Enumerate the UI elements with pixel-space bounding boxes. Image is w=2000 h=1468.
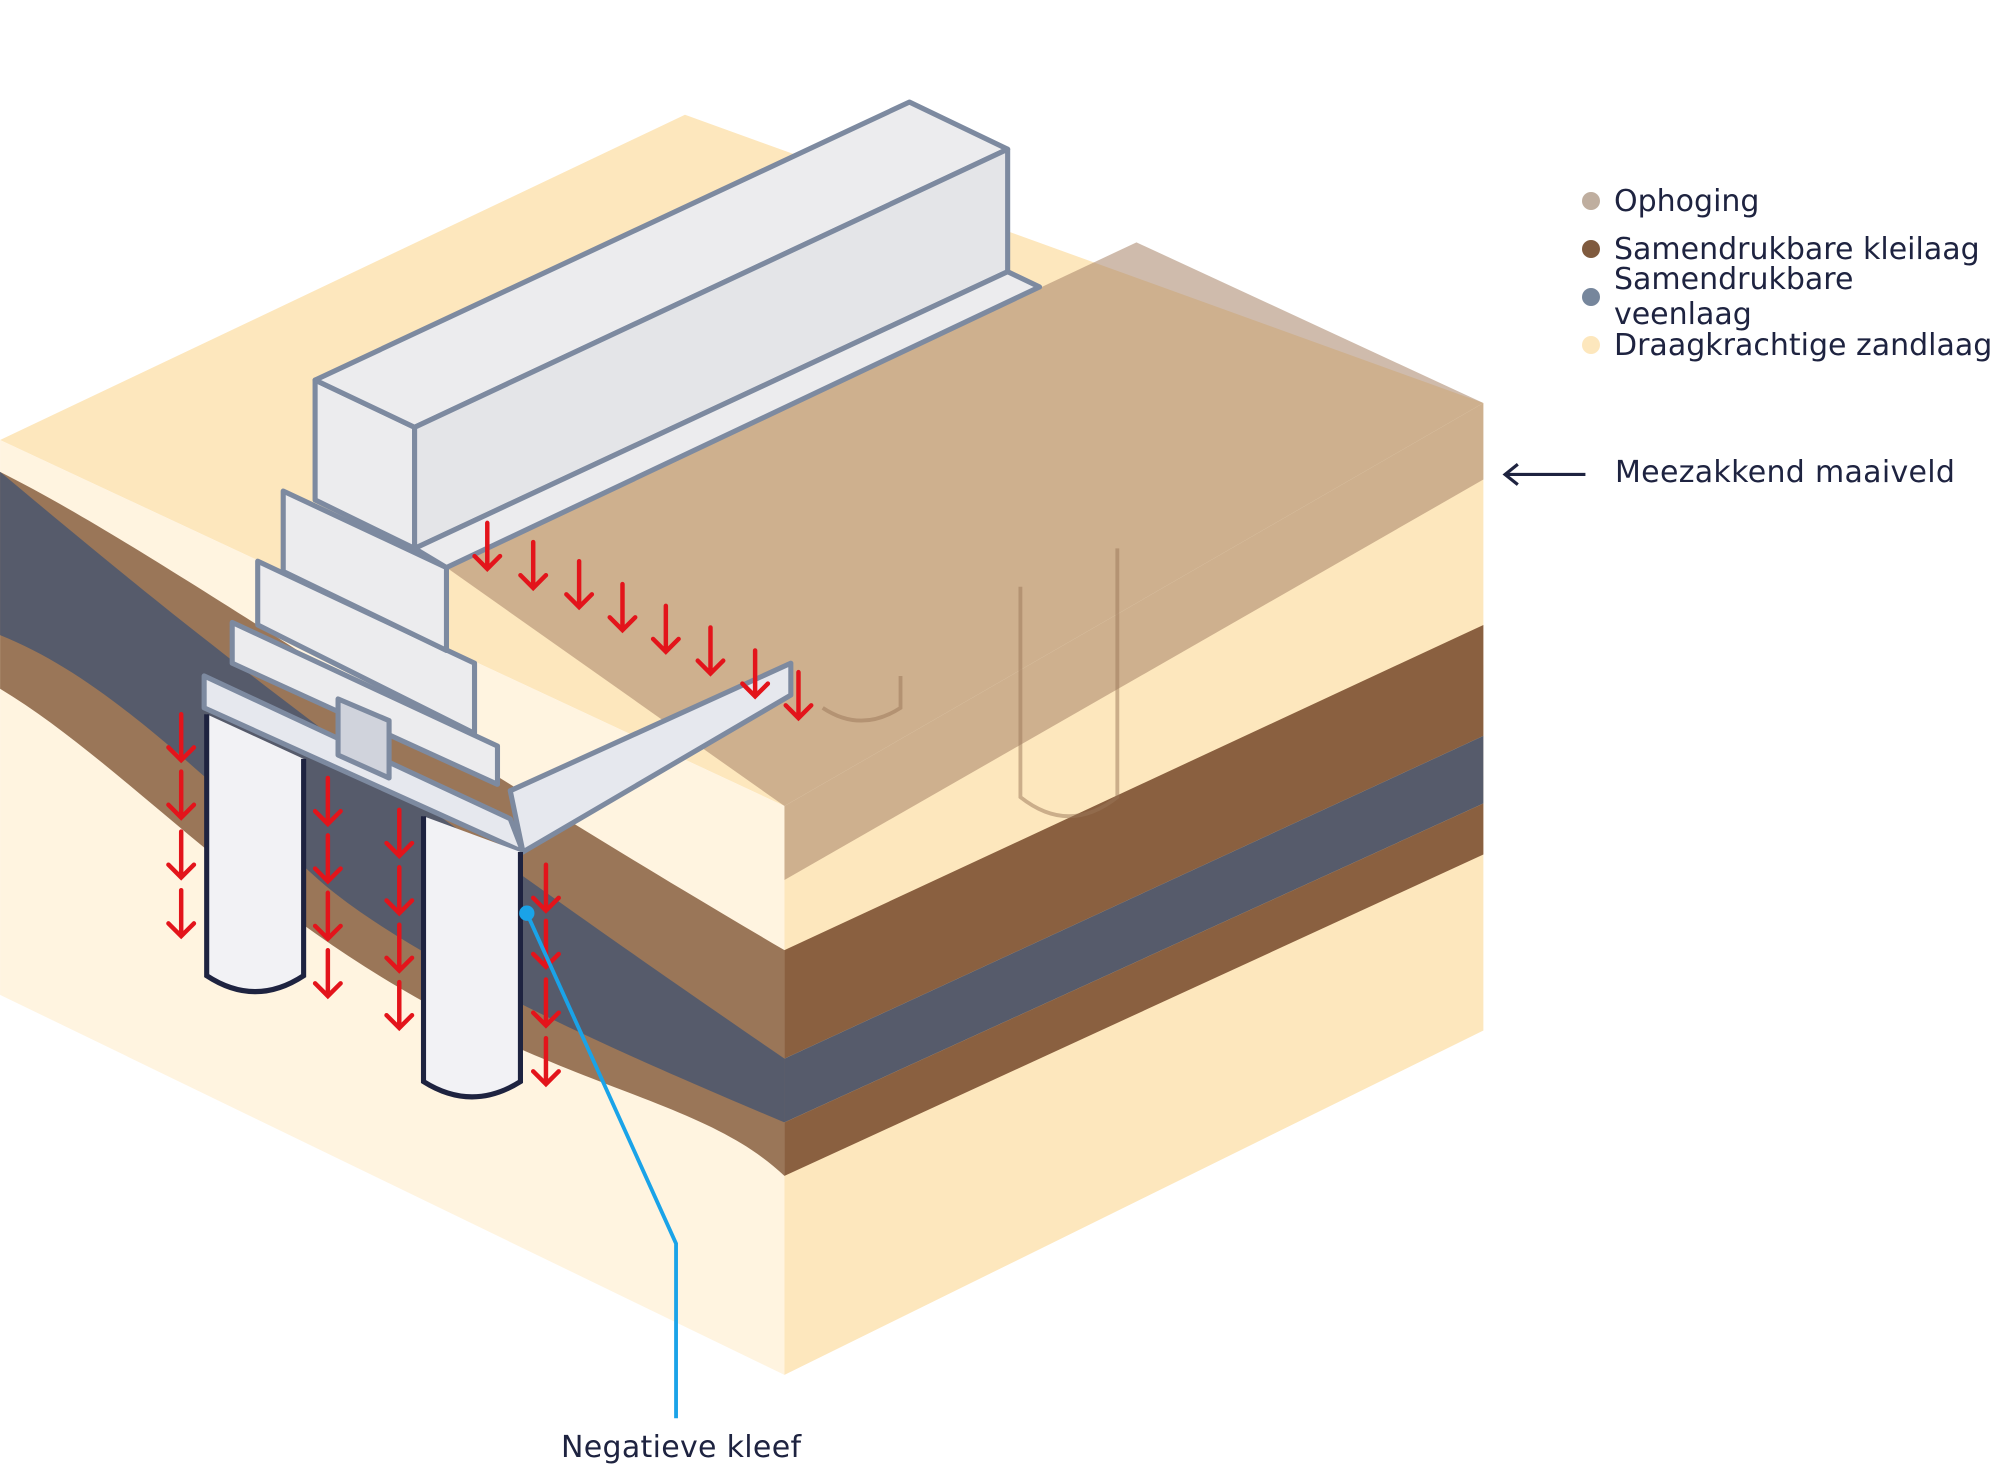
- legend-dot: [1582, 240, 1600, 258]
- legend-item: Samendrukbare veenlaag: [1582, 262, 2000, 332]
- piles: [204, 714, 523, 1100]
- legend-label: Samendrukbare kleilaag: [1614, 231, 1980, 267]
- down-arrow-icon: [384, 807, 415, 859]
- down-arrow-icon: [166, 888, 197, 940]
- fill-layer: [446, 242, 1484, 881]
- legend: Ophoging Samendrukbare kleilaag Samendru…: [1582, 178, 2000, 370]
- clay-layer-right: [784, 624, 1484, 1059]
- down-arrow-icon: [740, 648, 771, 700]
- legend-label: Draagkrachtige zandlaag: [1614, 327, 1993, 363]
- peat-layer-right: [784, 735, 1484, 1123]
- pile-left: [204, 714, 307, 995]
- legend-item: Ophoging: [1582, 178, 2000, 224]
- legend-item: Draagkrachtige zandlaag: [1582, 322, 2000, 368]
- peat-layer-left: [0, 471, 785, 1123]
- down-arrow-icon: [695, 625, 726, 677]
- legend-dot: [1582, 336, 1600, 354]
- down-arrow-icon: [312, 890, 343, 942]
- down-arrow-icon: [530, 1035, 561, 1088]
- legend-label: Ophoging: [1614, 183, 1760, 219]
- down-arrow-icon: [384, 979, 415, 1032]
- legend-label: Samendrukbare veenlaag: [1613, 262, 1854, 332]
- down-arrow-icon: [530, 977, 561, 1029]
- down-arrow-icon: [312, 833, 343, 885]
- down-arrow-icon: [312, 947, 343, 1000]
- down-arrow-icon: [650, 603, 681, 655]
- ground-level-label: Meezakkend maaiveld: [1615, 455, 1956, 490]
- clay-layer-right-2: [784, 803, 1484, 1176]
- ghost-pile: [821, 548, 1120, 819]
- down-arrow-icon: [166, 711, 197, 764]
- down-arrow-icon: [312, 775, 343, 828]
- ground-level-arrow-icon: [1502, 463, 1586, 486]
- down-arrow-icon: [607, 581, 638, 634]
- pile-right: [420, 816, 523, 1100]
- down-arrow-icon: [783, 669, 814, 722]
- down-arrow-icon: [166, 769, 197, 821]
- legend-dot: [1582, 288, 1600, 306]
- down-arrow-icon: [564, 558, 595, 611]
- down-arrow-icon: [384, 922, 415, 974]
- legend-item: Samendrukbare kleilaag: [1582, 226, 2000, 272]
- legend-dot: [1582, 192, 1600, 210]
- down-arrow-icon: [472, 520, 503, 572]
- negative-friction-label: Negatieve kleef: [561, 1430, 802, 1465]
- down-arrow-icon: [518, 539, 549, 592]
- down-arrow-icon: [530, 862, 561, 914]
- settlement-arrows: [166, 520, 814, 1088]
- brick-wall: [201, 99, 1043, 855]
- down-arrow-icon: [166, 829, 197, 881]
- anchor-plate: [335, 696, 392, 781]
- down-arrow-icon: [384, 865, 415, 917]
- negative-friction-pointer: [519, 905, 678, 1419]
